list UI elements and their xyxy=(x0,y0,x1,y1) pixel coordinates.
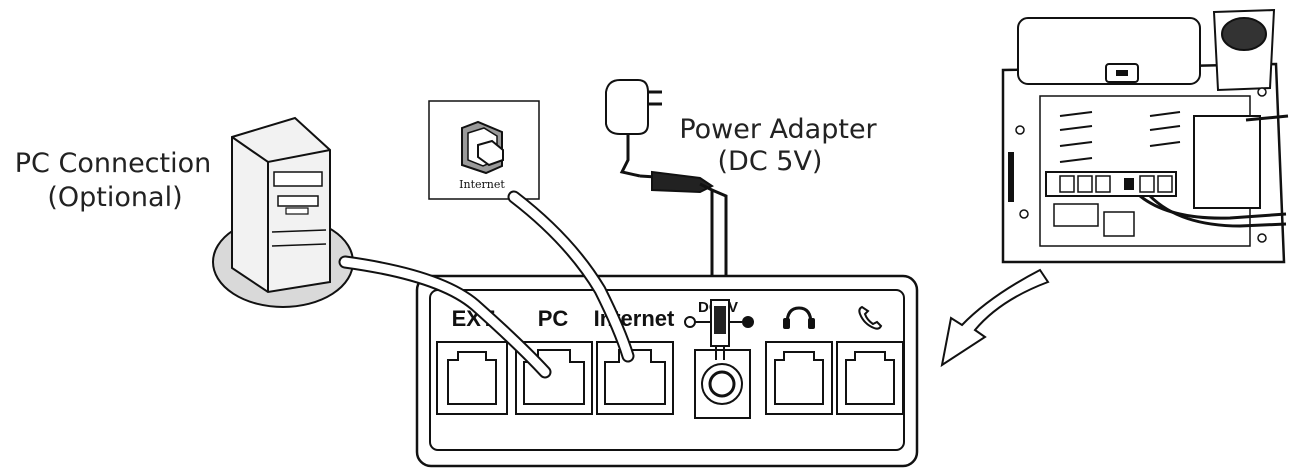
internet-card-label: Internet xyxy=(459,178,505,191)
pc-cable xyxy=(338,255,552,379)
pc-connection-optional-label: (Optional) xyxy=(47,182,182,213)
port-label-pc: PC xyxy=(538,306,569,331)
port-dc5v xyxy=(694,349,751,419)
pc-connection-label: PC Connection xyxy=(15,148,212,179)
power-adapter-icon xyxy=(605,79,728,301)
wall-jack-icon xyxy=(461,120,504,175)
dc-plug xyxy=(710,299,730,360)
curved-arrow-icon xyxy=(940,268,1050,368)
internet-cable xyxy=(507,190,635,363)
port-headset xyxy=(765,341,833,415)
port-internet xyxy=(596,341,674,415)
ip-phone-back-icon xyxy=(1001,8,1289,264)
internet-wall-jack-card: Internet xyxy=(428,100,540,200)
power-adapter-label: Power Adapter xyxy=(679,114,877,145)
port-handset xyxy=(836,341,904,415)
port-ext xyxy=(436,341,508,415)
power-adapter-voltage-label: (DC 5V) xyxy=(718,146,823,177)
headset-icon xyxy=(783,306,815,329)
handset-icon xyxy=(858,305,883,330)
pc-tower-icon xyxy=(212,116,354,308)
